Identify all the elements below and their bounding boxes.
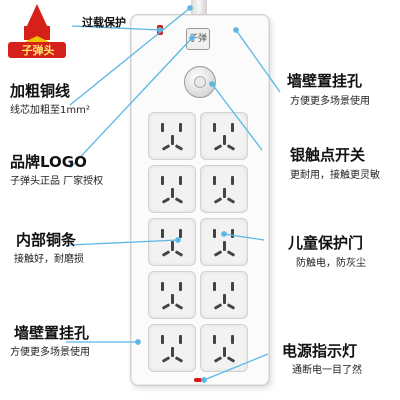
socket-slot [231, 335, 234, 344]
socket-slot [213, 282, 216, 291]
switch-center-icon [194, 76, 206, 88]
socket-slot [223, 135, 226, 145]
socket-slot [231, 176, 234, 185]
bullet-logo-icon [8, 4, 66, 58]
socket-slot [213, 335, 216, 344]
label-silver-switch: 银触点开关 [290, 146, 366, 164]
socket-slot [213, 229, 216, 238]
label-overload: 过载保护 [82, 16, 126, 29]
socket-slot [179, 335, 182, 344]
label-hang-hole-right: 墙壁置挂孔 [287, 72, 363, 90]
outlet-socket [200, 271, 248, 319]
outlet-socket [200, 165, 248, 213]
socket-slot [179, 123, 182, 132]
label-hang-hole-left: 墙壁置挂孔 [14, 324, 90, 342]
socket-slot [161, 176, 164, 185]
label-child-door: 儿童保护门 [288, 234, 364, 252]
socket-slot [213, 123, 216, 132]
label-hang-hole-left-sub: 方便更多场景使用 [10, 347, 90, 358]
socket-slot [171, 188, 174, 198]
label-hang-hole-right-sub: 方便更多场景使用 [290, 96, 370, 107]
socket-slot [171, 135, 174, 145]
socket-slot [223, 188, 226, 198]
socket-slot [179, 229, 182, 238]
label-indicator-sub: 通断电一目了然 [292, 365, 362, 376]
socket-slot [223, 241, 226, 251]
label-child-door-sub: 防触电，防灰尘 [296, 258, 366, 269]
socket-slot [161, 335, 164, 344]
socket-slot [171, 241, 174, 251]
socket-slot [161, 123, 164, 132]
outlet-socket [148, 271, 196, 319]
label-copper-wire-sub: 线芯加粗至1mm² [10, 105, 90, 116]
label-copper-strip: 内部铜条 [16, 231, 77, 249]
label-silver-switch-sub: 更耐用，接触更灵敏 [290, 170, 380, 181]
socket-slot [223, 294, 226, 304]
socket-slot [171, 294, 174, 304]
label-copper-strip-sub: 接触好，耐磨损 [14, 254, 84, 265]
brand-logo: 子弹头 [2, 2, 72, 60]
outlet-socket [200, 218, 248, 266]
outlet-socket [200, 324, 248, 372]
socket-slot [231, 282, 234, 291]
label-brand-logo-sub: 子弹头正品 厂家授权 [10, 176, 104, 187]
label-brand-logo: 品牌LOGO [10, 153, 87, 171]
socket-slot [231, 123, 234, 132]
socket-slot [213, 176, 216, 185]
brand-plate: 子弹 [186, 28, 210, 50]
logo-text: 子弹头 [21, 44, 55, 57]
socket-slot [179, 176, 182, 185]
socket-slot [231, 229, 234, 238]
power-indicator-light [194, 378, 202, 382]
socket-slot [179, 282, 182, 291]
outlet-socket [148, 324, 196, 372]
outlet-socket [148, 165, 196, 213]
socket-slot [161, 229, 164, 238]
label-indicator: 电源指示灯 [282, 342, 358, 360]
socket-slot [161, 282, 164, 291]
label-copper-wire: 加粗铜线 [10, 82, 71, 100]
socket-slot [171, 347, 174, 357]
outlet-socket [148, 112, 196, 160]
socket-slot [223, 347, 226, 357]
